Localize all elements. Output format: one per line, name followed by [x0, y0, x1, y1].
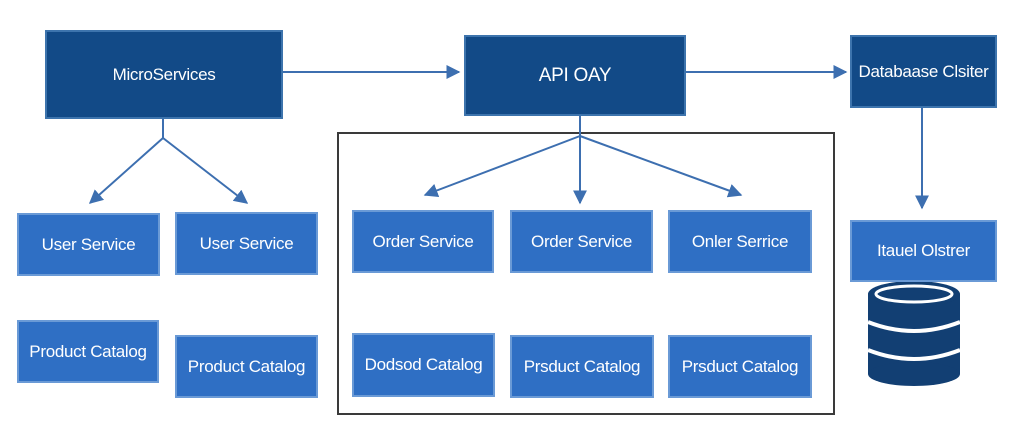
product-catalog-box-4[interactable]: Prsduct Catalog	[510, 335, 654, 398]
arrow-to-user-service-1	[88, 137, 164, 204]
product-catalog-label-3: Dodsod Catalog	[364, 355, 483, 374]
database-cylinder-icon	[867, 281, 961, 386]
product-catalog-label-5: Prsduct Catalog	[681, 356, 799, 376]
order-service-box-1[interactable]: Order Service	[352, 210, 494, 273]
product-catalog-label-4: Prsduct Catalog	[523, 356, 641, 376]
user-service-box-1[interactable]: User Service	[17, 213, 160, 276]
order-service-box-2[interactable]: Order Service	[510, 210, 653, 273]
user-service-label-2: User Service	[199, 233, 294, 253]
arrow-to-user-service-2	[162, 137, 249, 204]
arrow-to-order-service-1	[423, 135, 581, 198]
microservices-box[interactable]: MicroServices	[45, 30, 283, 119]
cluster-box[interactable]: Itauel Olstrer	[850, 220, 997, 282]
database-cluster-label: Databaase Clsiter	[858, 61, 989, 81]
api-gateway-box[interactable]: API OAY	[464, 35, 686, 116]
order-service-box-3[interactable]: Onler Serrice	[668, 210, 812, 273]
order-service-label-2: Order Service	[531, 231, 632, 251]
product-catalog-label-1: Product Catalog	[29, 341, 147, 361]
product-catalog-box-5[interactable]: Prsduct Catalog	[668, 335, 812, 398]
product-catalog-box-3[interactable]: Dodsod Catalog	[352, 333, 495, 397]
product-catalog-label-2: Product Catalog	[187, 356, 306, 376]
arrow-to-order-service-3	[579, 135, 743, 198]
user-service-label-1: User Service	[41, 234, 136, 254]
microservices-label: MicroServices	[112, 64, 216, 84]
cluster-box-label: Itauel Olstrer	[876, 241, 971, 260]
order-service-label-1: Order Service	[372, 231, 474, 251]
product-catalog-box-2[interactable]: Product Catalog	[175, 335, 318, 398]
product-catalog-box-1[interactable]: Product Catalog	[17, 320, 159, 383]
order-services-group-frame	[337, 132, 835, 415]
api-gateway-label: API OAY	[538, 64, 612, 86]
order-service-label-3: Onler Serrice	[691, 231, 789, 251]
database-cluster-box[interactable]: Databaase Clsiter	[850, 35, 997, 108]
user-service-box-2[interactable]: User Service	[175, 212, 318, 275]
